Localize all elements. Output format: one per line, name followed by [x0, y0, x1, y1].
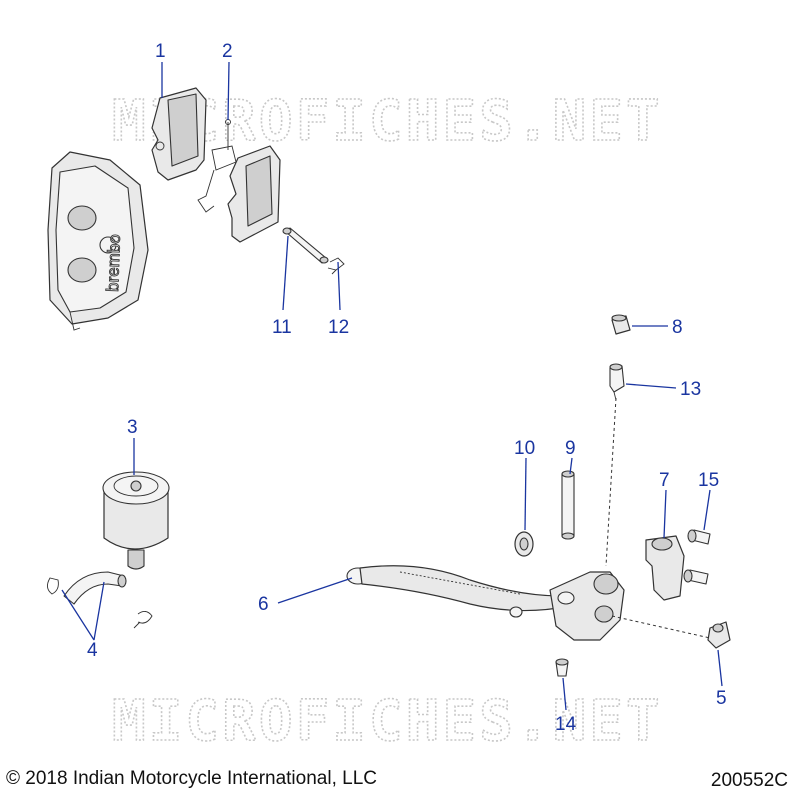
part-14-screw [555, 658, 569, 677]
callout-13: 13 [680, 379, 701, 400]
watermark-bottom: MICROFICHES.NET [112, 689, 663, 754]
leader-lines [61, 61, 723, 711]
callout-10: 10 [514, 438, 535, 459]
brake-caliper: brembo [47, 151, 149, 331]
callout-9: 9 [565, 438, 576, 459]
diagram-code: 200552C [710, 770, 788, 791]
callout-7: 7 [659, 470, 670, 491]
part-1-brake-pad [151, 87, 207, 181]
part-6-brake-lever [346, 565, 625, 641]
part-15-bolts [683, 529, 711, 585]
part-12-pin-clip [327, 257, 345, 275]
part-5-fitting [707, 621, 731, 649]
callout-3: 3 [127, 417, 138, 438]
callout-14: 14 [555, 714, 577, 735]
callout-11: 11 [272, 317, 292, 338]
callout-12: 12 [328, 317, 349, 338]
part-10-bushing [514, 531, 534, 557]
part-11-pad-pin [282, 227, 329, 264]
part-7-clamp [645, 535, 685, 601]
callout-4: 4 [87, 640, 98, 661]
part-13-bleeder [609, 363, 625, 401]
callout-2: 2 [222, 41, 233, 62]
brake-pad-front [227, 145, 281, 243]
part-8-cap [611, 314, 631, 335]
part-9-pin [561, 470, 575, 540]
part-4-hose-clamps [47, 571, 153, 629]
assembly-lines [605, 397, 711, 639]
callout-labels: 1 2 3 4 5 6 7 8 9 10 11 12 13 14 15 [87, 41, 727, 735]
callout-6: 6 [258, 594, 269, 615]
callout-15: 15 [698, 470, 719, 491]
caliper-brand-label: brembo [103, 234, 124, 292]
callout-1: 1 [155, 41, 166, 62]
callout-5: 5 [716, 688, 727, 709]
part-3-reservoir [102, 471, 170, 570]
callout-8: 8 [672, 317, 683, 338]
copyright-text: © 2018 Indian Motorcycle International, … [6, 768, 377, 789]
